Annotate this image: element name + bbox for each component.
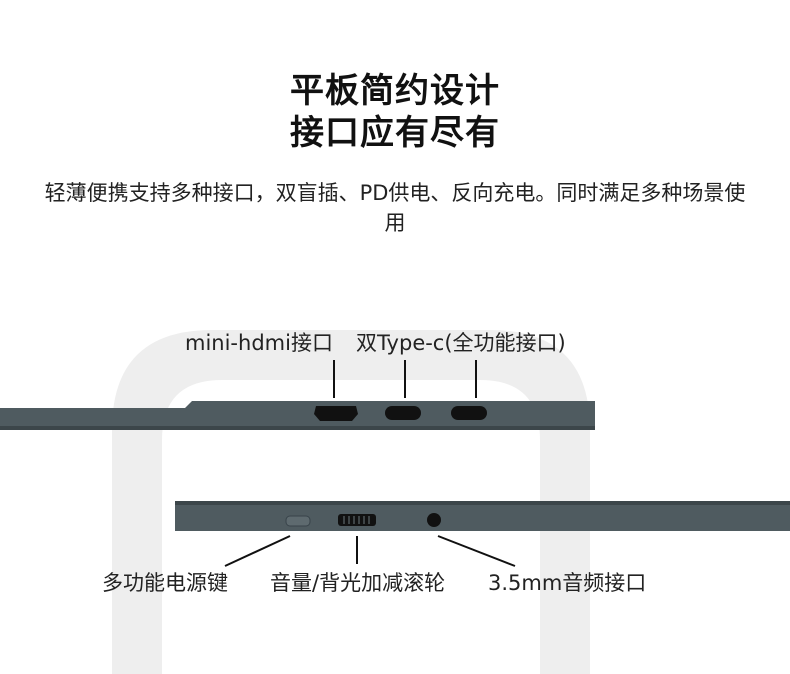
- device-bottom-edge: [175, 501, 790, 531]
- device-top-edge: [0, 401, 595, 430]
- mini-hdmi-label: mini-hdmi接口: [185, 331, 333, 355]
- type-c-port-1: [385, 406, 421, 420]
- scroll-wheel-shape: [338, 514, 376, 526]
- type-c-label: 双Type-c(全功能接口): [356, 331, 566, 355]
- heading-line-2: 接口应有尽有: [290, 113, 500, 153]
- audio-pointer-line: [437, 535, 516, 567]
- mini-hdmi-port: [314, 406, 358, 421]
- type-c-port-2: [451, 406, 487, 420]
- description-text: 轻薄便携支持多种接口，双盲插、PD供电、反向充电。同时满足多种场景使用: [44, 181, 746, 235]
- heading-line-1: 平板简约设计: [290, 71, 500, 111]
- scroll-wheel-label: 音量/背光加减滚轮: [270, 571, 446, 595]
- audio-jack-shape: [427, 513, 441, 527]
- power-pointer-line: [224, 535, 291, 567]
- audio-jack-label: 3.5mm音频接口: [488, 571, 647, 595]
- power-button-label: 多功能电源键: [102, 571, 228, 595]
- power-button-shape: [285, 515, 311, 527]
